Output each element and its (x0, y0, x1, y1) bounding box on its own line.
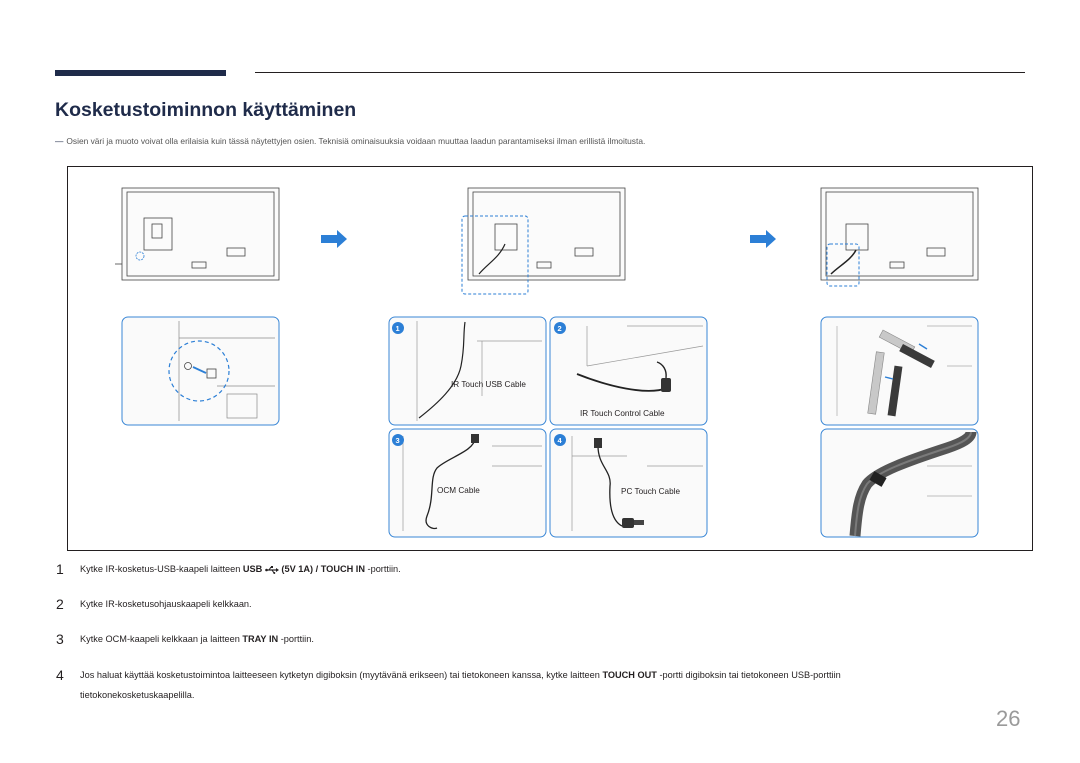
badge-4: 4 (558, 436, 563, 445)
arrow-right-icon (750, 230, 776, 248)
step-1-pre: Kytke IR-kosketus-USB-kaapeli laitteen (80, 564, 243, 574)
figure-frame (67, 166, 1033, 551)
step-4-continuation: tietokonekosketuskaapelilla. (80, 690, 195, 700)
arrow-right-icon (321, 230, 347, 248)
note-text: Osien väri ja muoto voivat olla erilaisi… (66, 136, 646, 146)
monitor-back-3 (820, 187, 979, 287)
header-rule (255, 72, 1025, 73)
panel-cable-cover-parts (820, 316, 979, 426)
label-pc-touch-cable: PC Touch Cable (621, 487, 680, 496)
step-number: 1 (56, 561, 64, 577)
step-3-pre: Kytke OCM-kaapeli kelkkaan ja laitteen (80, 634, 243, 644)
note-line: ―Osien väri ja muoto voivat olla erilais… (55, 136, 645, 146)
header-accent-bar (55, 70, 226, 76)
step-3-post: -porttiin. (278, 634, 314, 644)
panel-cable-cover-installed (820, 428, 979, 538)
page-number: 26 (996, 706, 1021, 731)
monitor-back-1 (115, 187, 280, 281)
connection-figure: 1 IR Touch USB Cable 2 IR Touch Control … (115, 187, 979, 538)
label-ocm-cable: OCM Cable (437, 486, 480, 495)
note-dash: ― (55, 136, 64, 146)
step-3-text: Kytke OCM-kaapeli kelkkaan ja laitteen T… (80, 634, 314, 644)
step-4-text: Jos haluat käyttää kosketustoimintoa lai… (80, 670, 841, 680)
badge-3: 3 (396, 436, 400, 445)
step-1-usb: USB (242, 564, 263, 574)
step-2-text: Kytke IR-kosketusohjauskaapeli kelkkaan. (80, 599, 252, 609)
step-4-port: TOUCH OUT (602, 670, 657, 680)
step-number: 3 (56, 631, 64, 647)
badge-1: 1 (396, 324, 400, 333)
label-ir-touch-usb-cable: IR Touch USB Cable (451, 380, 526, 389)
panel-pc-touch: 4 PC Touch Cable (549, 428, 708, 538)
step-4-post: -portti digiboksin tai tietokoneen USB-p… (656, 670, 841, 680)
page-title: Kosketustoiminnon käyttäminen (55, 99, 357, 121)
detail-panel-port (121, 316, 280, 426)
step-4-pre: Jos haluat käyttää kosketustoimintoa lai… (80, 670, 603, 680)
step-1-post: -porttiin. (364, 564, 401, 574)
label-ir-touch-control-cable: IR Touch Control Cable (580, 409, 665, 418)
panel-ir-touch-control: 2 IR Touch Control Cable (549, 316, 708, 426)
step-1-text: Kytke IR-kosketus-USB-kaapeli laitteen U… (80, 564, 401, 574)
usb-icon (265, 565, 279, 574)
monitor-back-2 (461, 187, 626, 295)
step-1-port: (5V 1A) / TOUCH IN (278, 564, 365, 574)
panel-ocm: 3 OCM Cable (388, 428, 547, 538)
step-number: 4 (56, 667, 64, 683)
step-number: 2 (56, 596, 64, 612)
panel-ir-touch-usb: 1 IR Touch USB Cable (388, 316, 547, 426)
badge-2: 2 (558, 324, 562, 333)
step-3-port: TRAY IN (242, 634, 279, 644)
